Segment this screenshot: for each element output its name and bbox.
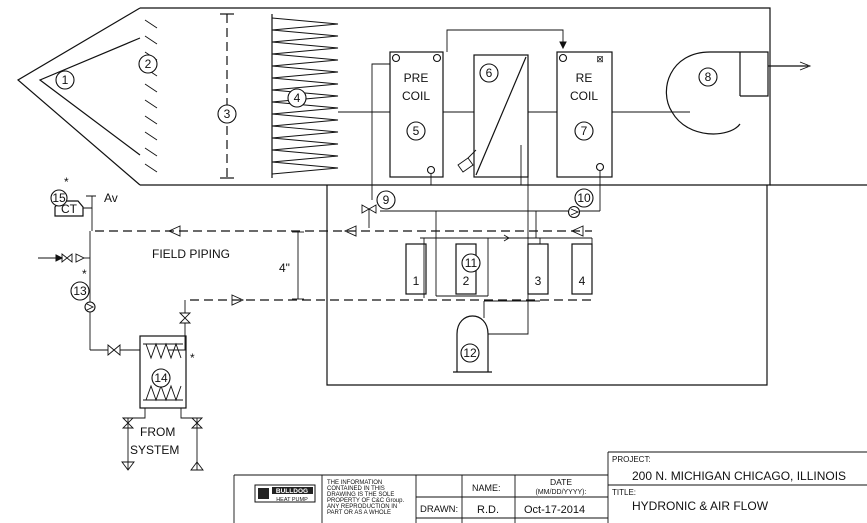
re-coil-label-line2: COIL — [570, 89, 598, 103]
expansion-tank-12: 12 — [453, 145, 529, 373]
compressor-3-label: 3 — [535, 274, 542, 288]
filter-bank: 3 — [217, 13, 237, 179]
project-label: PROJECT: — [612, 455, 651, 464]
component-1-label: 1 — [62, 73, 69, 87]
compressor-4-label: 4 — [579, 274, 586, 288]
from-system-line1: FROM — [140, 425, 175, 439]
component-4-label: 4 — [294, 91, 301, 105]
pump-asterisk: * — [82, 267, 87, 281]
component-2-label: 2 — [145, 57, 152, 71]
title-label: TITLE: — [612, 488, 636, 497]
coil-piping — [371, 29, 601, 200]
component-10-label: 10 — [577, 191, 591, 205]
pre-coil: PRE COIL 5 — [389, 51, 444, 178]
compressor-4: 4 — [571, 243, 593, 295]
cooling-tower-15: CT 15 * Av — [50, 175, 118, 350]
supply-fan: 8 — [665, 51, 812, 135]
re-coil: ⊠ RE COIL 7 — [556, 51, 613, 178]
logo-line2: HEAT PUMP — [276, 497, 308, 503]
title-value: HYDRONIC & AIR FLOW — [632, 499, 769, 513]
notice-line-4: PROPERTY OF C&C Group. — [327, 498, 404, 504]
air-handler-casing — [16, 7, 867, 186]
compressor-1-label: 1 — [413, 274, 420, 288]
name-label: NAME: — [472, 483, 501, 493]
air-vent-icon: ⊠ — [596, 54, 604, 64]
bulldog-logo: BULLDOG HEAT PUMP — [254, 484, 316, 503]
component-3-label: 3 — [224, 107, 231, 121]
room-piping — [380, 185, 601, 302]
heat-exchanger-14: 14 * — [139, 335, 195, 409]
field-piping: FIELD PIPING — [95, 225, 592, 306]
intake-hood-callout: 1 — [55, 70, 75, 90]
component-15-label: 15 — [52, 191, 66, 205]
date-format-label: (MM/DD/YYYY): — [536, 489, 587, 496]
ct-label: CT — [61, 202, 78, 216]
re-coil-label-line1: RE — [576, 71, 593, 85]
component-13-label: 13 — [73, 284, 87, 298]
pump-13: 13 * — [70, 267, 96, 313]
circulation-pump-10: 10 — [567, 188, 594, 219]
field-piping-label: FIELD PIPING — [152, 247, 230, 261]
drawn-name: R.D. — [477, 504, 499, 516]
from-system-line2: SYSTEM — [130, 443, 179, 457]
notice-line-3: DRAWING IS THE SOLE — [327, 492, 394, 498]
component-9-label: 9 — [383, 193, 390, 207]
drawn-date: Oct-17-2014 — [524, 504, 585, 516]
ct-asterisk: * — [64, 175, 69, 189]
notice-line-6: PART OR AS A WHOLE — [327, 510, 391, 516]
component-5-label: 5 — [413, 124, 420, 138]
notice-line-5: ANY REPRODUCTION IN — [327, 504, 397, 510]
component-11-label: 11 — [465, 256, 478, 270]
project-value: 200 N. MICHIGAN CHICAGO, ILLINOIS — [632, 469, 846, 483]
dimension-label: 4" — [279, 261, 290, 275]
logo-line1: BULLDOG — [276, 488, 308, 495]
from-system-connection: FROM SYSTEM — [121, 408, 204, 471]
date-label: DATE — [550, 477, 572, 487]
mechanical-room-enclosure — [326, 185, 768, 386]
drawn-label: DRAWN: — [420, 504, 458, 515]
notice-line-1: THE INFORMATION — [327, 480, 382, 486]
heating-coil: 4 — [271, 14, 339, 178]
component-8-label: 8 — [705, 70, 712, 84]
callout-11: 11 — [461, 253, 481, 273]
component-6-label: 6 — [486, 66, 493, 80]
compressor-1: 1 — [405, 243, 427, 295]
component-7-label: 7 — [581, 124, 588, 138]
control-valve-9: 9 — [361, 190, 396, 228]
component-12-label: 12 — [463, 346, 477, 360]
title-block: BULLDOG HEAT PUMP THE INFORMATION CONTAI… — [233, 451, 867, 523]
notice-line-2: CONTAINED IN THIS — [327, 486, 385, 492]
makeup-inlet — [38, 253, 90, 263]
component-14-label: 14 — [154, 371, 168, 385]
compressor-2-label: 2 — [463, 274, 470, 288]
dimension-4in: 4" — [279, 231, 304, 300]
compressor-3: 3 — [527, 243, 549, 295]
pre-coil-label-line1: PRE — [404, 71, 429, 85]
heat-exchanger: 6 — [473, 54, 529, 178]
air-vent-label: Av — [104, 191, 118, 205]
hx-asterisk: * — [190, 351, 195, 365]
pre-coil-label-line2: COIL — [402, 89, 430, 103]
damper-louvers: 2 — [138, 19, 158, 173]
